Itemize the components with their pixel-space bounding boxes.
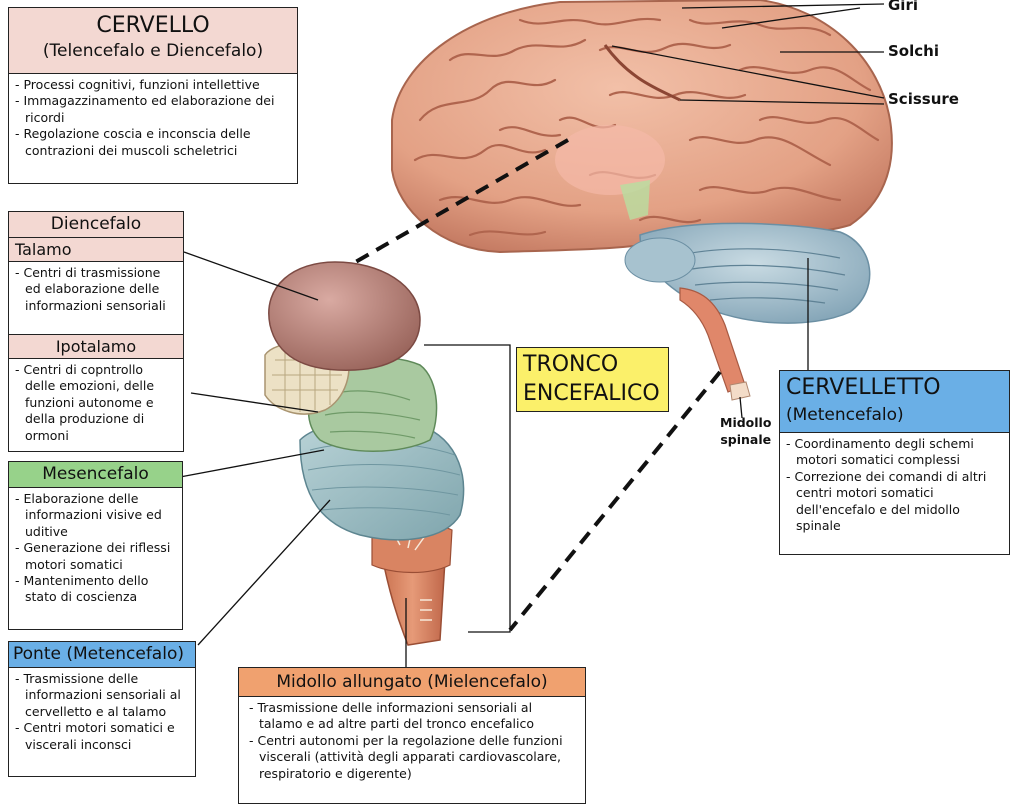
cervelletto-title: CERVELLETTO <box>786 373 1003 403</box>
midollo-allungato-item: - Centri autonomi per la regolazione del… <box>249 733 579 782</box>
cerebrum <box>392 0 892 252</box>
tronco-line2: ENCEFALICO <box>523 379 662 408</box>
ponte-box: Ponte (Metencefalo) - Trasmissione delle… <box>8 641 196 777</box>
cervello-item: - Immagazzinamento ed elaborazione dei r… <box>15 93 291 126</box>
mesencefalo-item: - Generazione dei riflessi motori somati… <box>15 540 176 573</box>
diencefalo-box: Diencefalo Talamo - Centri di trasmissio… <box>8 211 184 452</box>
ponte-title: Ponte (Metencefalo) <box>9 642 195 668</box>
tronco-encefalico-label: TRONCO ENCEFALICO <box>516 347 669 412</box>
diencefalo-title: Diencefalo <box>9 212 183 238</box>
cervelletto-box: CERVELLETTO (Metencefalo) - Coordinament… <box>779 370 1010 555</box>
solchi-label: Solchi <box>888 42 939 60</box>
ipotalamo-title: Ipotalamo <box>9 334 183 359</box>
cervello-box: CERVELLO (Telencefalo e Diencefalo) - Pr… <box>8 7 298 184</box>
ponte-item: - Trasmissione delle informazioni sensor… <box>15 671 189 720</box>
scissure-label: Scissure <box>888 90 959 108</box>
ponte-item: - Centri motori somatici e viscerali inc… <box>15 720 189 753</box>
mesencefalo-item: - Mantenimento dello stato di coscienza <box>15 573 176 606</box>
cervello-item: - Regolazione coscia e inconscia delle c… <box>15 126 291 159</box>
mesencefalo-box: Mesencefalo - Elaborazione delle informa… <box>8 461 183 630</box>
giri-label: Giri <box>888 0 918 14</box>
cervello-title: CERVELLO <box>9 12 297 39</box>
tronco-line1: TRONCO <box>523 350 662 379</box>
midollo-allungato-title: Midollo allungato (Mielencefalo) <box>239 668 585 697</box>
cervelletto-subtitle: (Metencefalo) <box>786 403 1003 427</box>
cerebellum <box>625 223 870 323</box>
midollo-allungato-item: - Trasmissione delle informazioni sensor… <box>249 700 579 733</box>
cervello-subtitle: (Telencefalo e Diencefalo) <box>9 39 297 63</box>
midollo-spinale-label: Midollo spinale <box>720 414 771 448</box>
talamo-item: - Centri di trasmissione ed elaborazione… <box>15 265 177 314</box>
cervelletto-item: - Correzione dei comandi di altri centri… <box>786 469 1003 535</box>
ipotalamo-item: - Centri di copntrollo delle emozioni, d… <box>15 362 177 444</box>
midollo-allungato-box: Midollo allungato (Mielencefalo) - Trasm… <box>238 667 586 804</box>
cervello-item: - Processi cognitivi, funzioni intellett… <box>15 77 291 93</box>
mesencefalo-title: Mesencefalo <box>9 462 182 488</box>
mesencefalo-item: - Elaborazione delle informazioni visive… <box>15 491 176 540</box>
brainstem <box>265 262 464 645</box>
talamo-title: Talamo <box>9 238 183 262</box>
cervelletto-item: - Coordinamento degli schemi motori soma… <box>786 436 1003 469</box>
